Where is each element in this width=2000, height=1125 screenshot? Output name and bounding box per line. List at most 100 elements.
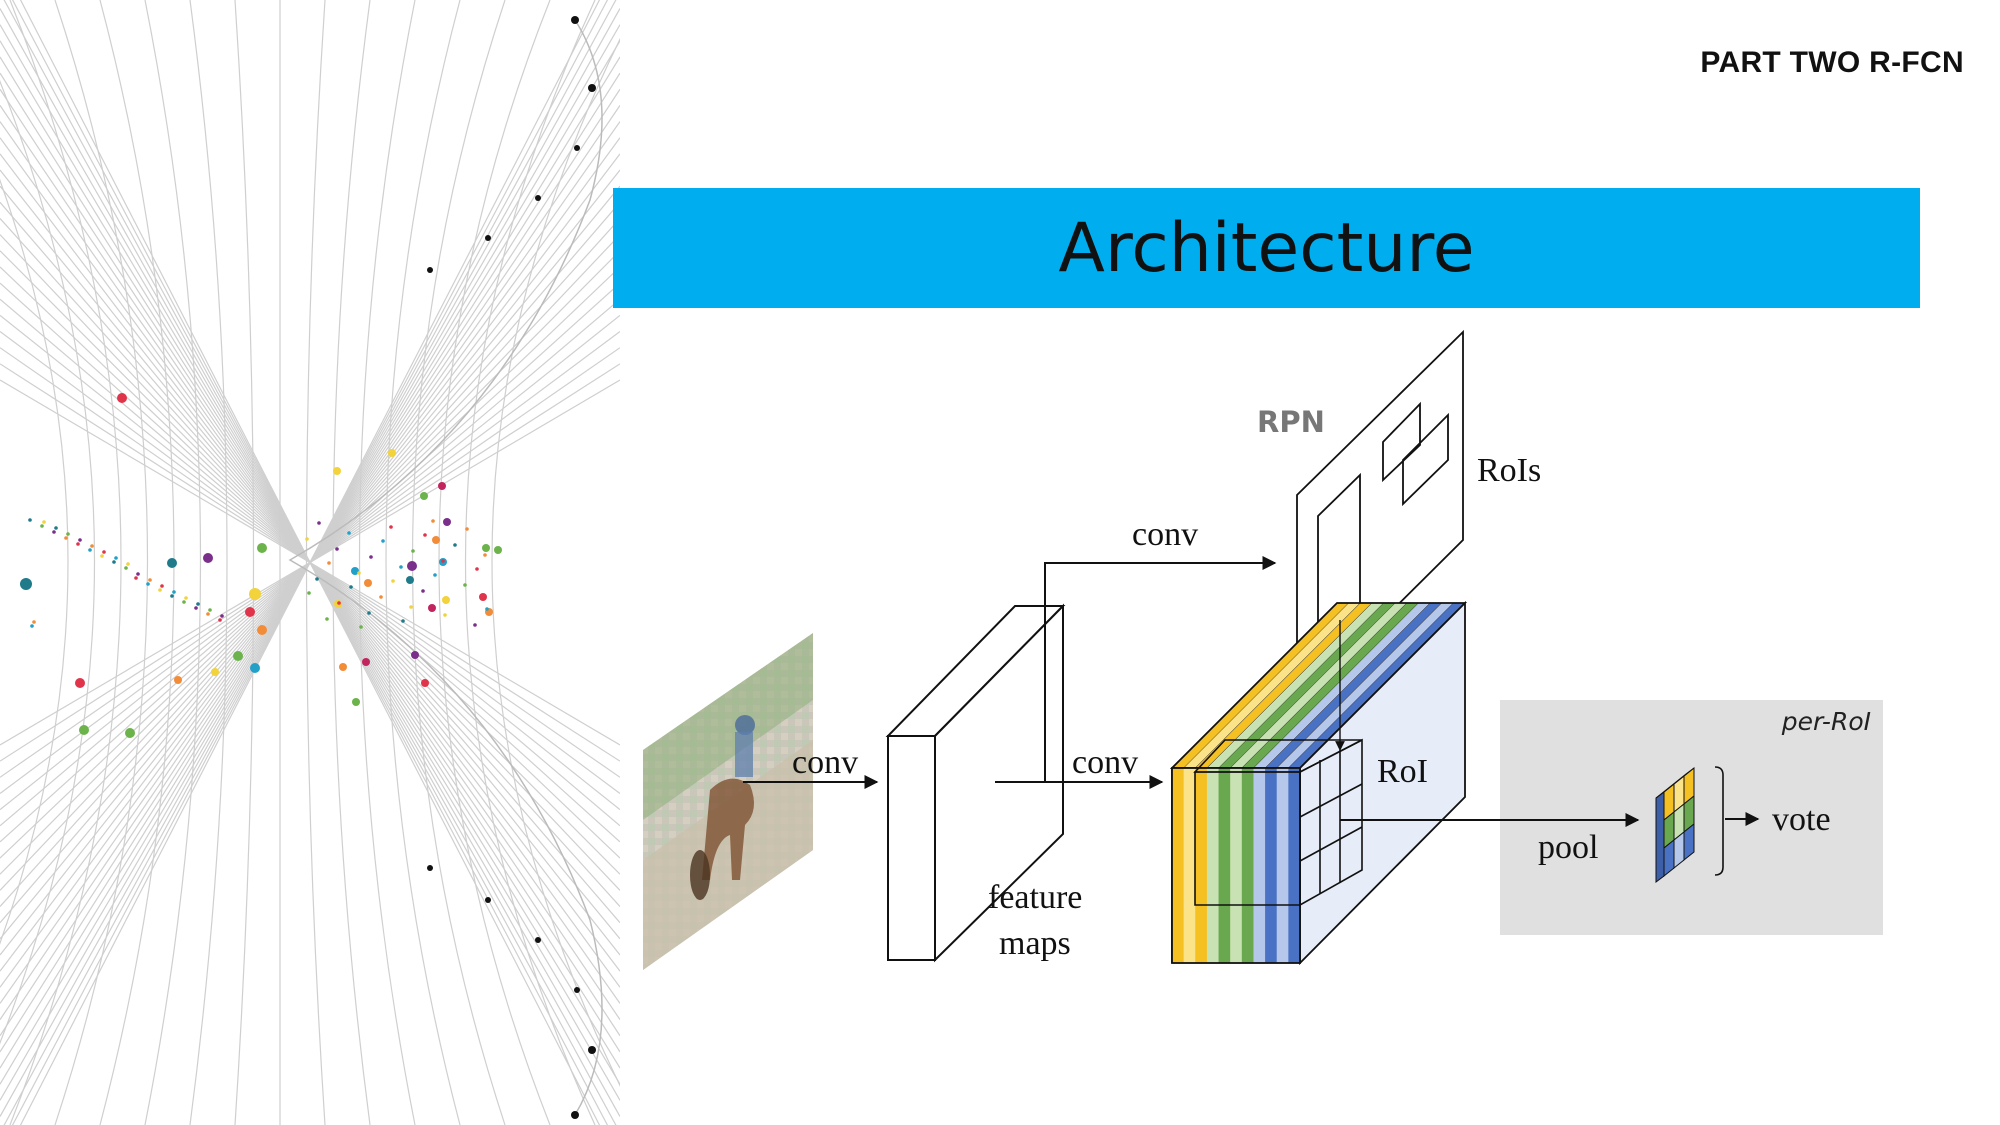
deco-speckle [409, 605, 413, 609]
deco-dot [421, 679, 429, 687]
label-pool: pool [1538, 829, 1598, 866]
rider-body [735, 732, 753, 777]
deco-curve [465, 0, 596, 1125]
deco-dot [203, 553, 213, 563]
label-feature: feature [988, 879, 1082, 916]
deco-curve [358, 0, 416, 1125]
deco-speckle [184, 596, 188, 600]
deco-dot [20, 578, 32, 590]
pooled-top [1655, 767, 1695, 799]
deco-speckle [206, 612, 210, 616]
score-stripe-front [1183, 768, 1196, 963]
deco-speckle [76, 542, 80, 546]
deco-dot [362, 658, 370, 666]
deco-speckle [483, 553, 487, 557]
deco-curve [189, 0, 228, 1125]
deco-speckle [42, 520, 46, 524]
deco-speckle [54, 526, 58, 530]
deco-dot [432, 536, 440, 544]
deco-dot [257, 543, 267, 553]
deco-speckle [349, 585, 353, 589]
pooled-score-map [1655, 766, 1695, 883]
deco-speckle [102, 550, 106, 554]
deco-dot [485, 897, 491, 903]
deco-speckle [112, 560, 116, 564]
deco-curve [0, 179, 69, 945]
label-per-roi: per-RoI [1781, 707, 1871, 736]
deco-dot [411, 651, 419, 659]
deco-dot [427, 267, 433, 273]
deco-speckle [170, 594, 174, 598]
deco-speckle [88, 548, 92, 552]
deco-dot [535, 195, 541, 201]
deco-outline [288, 19, 603, 1116]
label-rois: RoIs [1477, 452, 1541, 489]
deco-speckle [30, 624, 34, 628]
arrow-conv-rpn [1044, 556, 1277, 782]
score-stripe-front [1253, 768, 1266, 963]
deco-dot [233, 651, 243, 661]
part-title: PART TWO R-FCN [1700, 46, 1964, 79]
deco-curve [234, 0, 255, 1125]
score-stripe-front [1276, 768, 1289, 963]
deco-speckle [369, 555, 373, 559]
label-conv-score: conv [1072, 744, 1138, 781]
deco-dot [250, 663, 260, 673]
deco-speckle [381, 539, 385, 543]
deco-speckle [52, 530, 56, 534]
deco-dot [443, 518, 451, 526]
deco-speckle [359, 625, 363, 629]
deco-speckle [148, 578, 152, 582]
deco-speckle [315, 577, 319, 581]
deco-speckle [100, 554, 104, 558]
label-maps: maps [999, 925, 1071, 962]
score-stripe-front [1288, 768, 1301, 963]
deco-speckle [401, 619, 405, 623]
deco-dot [364, 579, 372, 587]
deco-speckle [136, 572, 140, 576]
deco-speckle [325, 617, 329, 621]
deco-dot [406, 576, 414, 584]
score-maps-front [1172, 768, 1301, 963]
deco-dot [571, 1111, 579, 1119]
deco-curve [9, 0, 122, 1125]
deco-dot [442, 596, 450, 604]
score-stripe-front [1265, 768, 1278, 963]
deco-speckle [411, 549, 415, 553]
deco-speckle [423, 533, 427, 537]
deco-dot [438, 482, 446, 490]
deco-speckle [134, 576, 138, 580]
deco-dot [420, 492, 428, 500]
vote-bracket [1714, 766, 1724, 876]
score-maps-block [1169, 600, 1468, 966]
deco-speckle [473, 623, 477, 627]
deco-dot [245, 607, 255, 617]
deco-speckle [182, 600, 186, 604]
deco-dot [388, 449, 396, 457]
score-stripe-front [1230, 768, 1243, 963]
label-roi: RoI [1377, 753, 1428, 790]
deco-dot [174, 676, 182, 684]
deco-dot [339, 663, 347, 671]
deco-speckle [391, 579, 395, 583]
label-conv-input: conv [792, 744, 858, 781]
deco-dot [485, 235, 491, 241]
deco-speckle [64, 536, 68, 540]
score-stripe-front [1218, 768, 1231, 963]
deco-curve [144, 0, 202, 1125]
decorative-lines [0, 0, 620, 1125]
deco-speckle [465, 527, 469, 531]
deco-speckle [463, 583, 467, 587]
deco-speckle [32, 620, 36, 624]
deco-speckle [367, 611, 371, 615]
deco-speckle [441, 559, 445, 563]
deco-dot [75, 678, 85, 688]
deco-dot [571, 16, 579, 24]
deco-speckle [433, 573, 437, 577]
deco-speckle [357, 571, 361, 575]
label-vote: vote [1772, 801, 1831, 838]
score-stripe-front [1241, 768, 1254, 963]
deco-speckle [220, 614, 224, 618]
deco-speckle [305, 537, 309, 541]
dog-silhouette [690, 850, 710, 900]
